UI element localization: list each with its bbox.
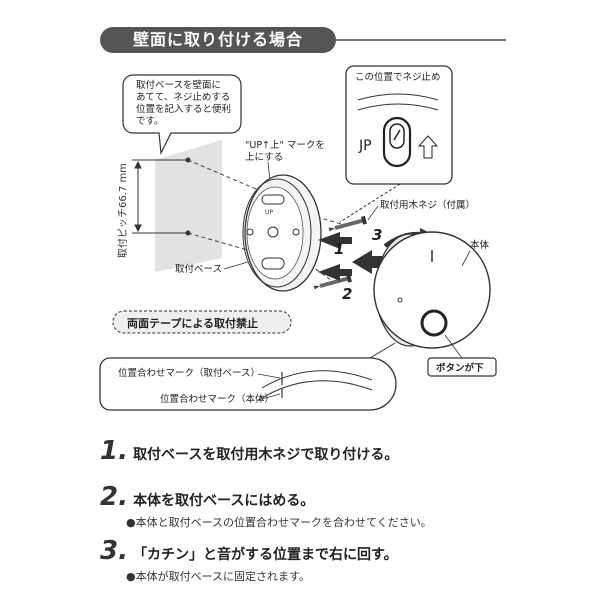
- up-mark-line-1: "UP↑上" マークを: [245, 140, 325, 151]
- detector-body: [373, 231, 491, 349]
- svg-text:取付ベースを壁面に あてて、ネジ止めする 位: 取付ベースを壁面に あてて、ネジ止めする 位置を記入すると便利 です。: [136, 79, 234, 127]
- arrow-num-1: 1: [334, 240, 344, 258]
- pitch-label: 取付ピッチ66.7 mm: [116, 163, 129, 258]
- step-2: 2. 本体を取付ベースにはめる。: [100, 482, 314, 512]
- tape-warning-text: 両面テープによる取付禁止: [127, 316, 258, 330]
- screw-label: 取付用木ネジ（付属）: [380, 199, 475, 211]
- tape-warning-pill: [112, 310, 292, 334]
- section-title: 壁面に取り付ける場合: [100, 27, 336, 53]
- step-3-text: 「カチン」と音がする位置まで右に回す。: [133, 547, 398, 563]
- step-1-text: 取付ベースを取付用木ネジで取り付ける。: [133, 447, 399, 463]
- callout-line-3: 位置を記入すると便利: [136, 103, 231, 115]
- step-2-text: 本体を取付ベースにはめる。: [133, 493, 315, 509]
- base-label: 取付ベース: [175, 264, 222, 275]
- svg-text:UP: UP: [265, 209, 273, 216]
- step-2-number: 2.: [100, 482, 128, 512]
- align-mark-body-label: 位置合わせマーク（本体）: [160, 393, 274, 405]
- svg-text:"UP↑上" マークを 上にする: "UP↑上" マークを 上にする: [245, 140, 328, 163]
- step-3-note: ●本体が取付ベースに固定されます。: [126, 570, 310, 583]
- screw-upper: [328, 215, 367, 232]
- step-3: 3. 「カチン」と音がする位置まで右に回す。: [100, 536, 398, 566]
- step-2-note: ●本体と取付ベースの位置合わせマークを合わせてください。: [126, 516, 432, 529]
- step-1-number: 1.: [100, 436, 128, 466]
- step-3-number: 3.: [100, 536, 128, 566]
- arrow-num-2: 2: [342, 285, 352, 303]
- callout-line-4: です。: [136, 116, 164, 127]
- mounting-diagram: 取付ピッチ66.7 mm 取付ベースを壁面に あてて、ネジ止めする 位置を記入す…: [99, 65, 497, 411]
- title-rule: [336, 39, 506, 41]
- arrow-num-3: 3: [372, 226, 382, 244]
- up-mark-line-2: 上にする: [245, 152, 283, 163]
- step-1: 1. 取付ベースを取付用木ネジで取り付ける。: [100, 436, 398, 466]
- align-mark-base-label: 位置合わせマーク（取付ベース）: [118, 367, 260, 379]
- body-label: 本体: [470, 239, 490, 251]
- button-label: ボタンが下: [436, 362, 484, 374]
- note-callout: [122, 74, 242, 156]
- screw-here-label: この位置でネジ止め: [355, 71, 441, 83]
- jp-label: JP: [358, 138, 372, 154]
- button-down-callout: [427, 357, 497, 377]
- callout-line-2: あてて、ネジ止めする: [136, 91, 230, 103]
- screw-lower: [313, 273, 352, 290]
- mounting-base: UP: [242, 174, 322, 292]
- callout-line-1: 取付ベースを壁面に: [136, 79, 221, 91]
- wall-panel: [155, 140, 222, 272]
